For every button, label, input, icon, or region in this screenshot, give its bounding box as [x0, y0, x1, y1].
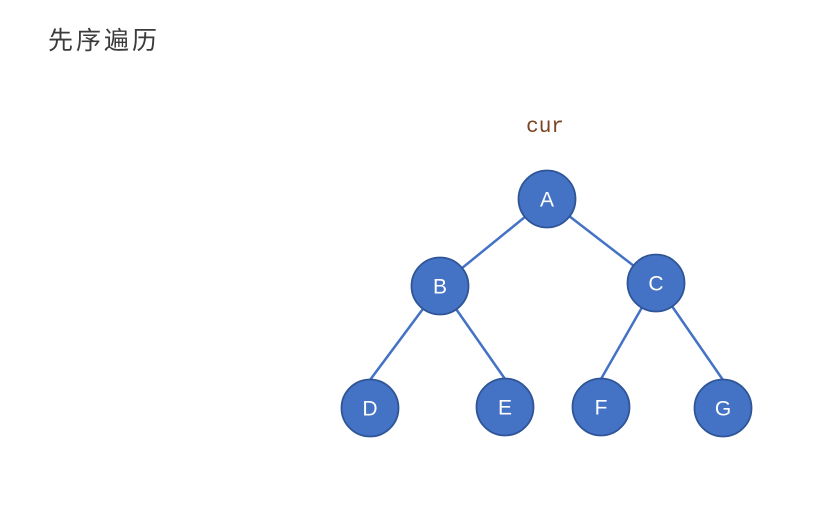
page-title: 先序遍历	[48, 28, 161, 55]
tree-node-b: B	[410, 256, 470, 316]
node-label-f: F	[595, 397, 608, 420]
node-label-d: D	[362, 398, 377, 421]
tree-node-d: D	[340, 378, 400, 438]
tree-node-c: C	[626, 253, 686, 313]
node-circle-f	[571, 377, 631, 437]
tree-node-f: F	[571, 377, 631, 437]
tree-node-e: E	[475, 377, 535, 437]
node-circle-e	[475, 377, 535, 437]
node-label-c: C	[648, 273, 663, 296]
cur-pointer-label: cur	[526, 116, 564, 139]
node-label-g: G	[715, 398, 731, 421]
node-circle-g	[693, 378, 753, 438]
node-circle-a	[517, 169, 577, 229]
node-label-e: E	[498, 397, 512, 420]
tree-node-g: G	[693, 378, 753, 438]
node-circle-c	[626, 253, 686, 313]
node-label-a: A	[540, 189, 554, 212]
tree-node-a: A	[517, 169, 577, 229]
node-circle-d	[340, 378, 400, 438]
node-label-b: B	[433, 276, 447, 299]
node-circle-b	[410, 256, 470, 316]
